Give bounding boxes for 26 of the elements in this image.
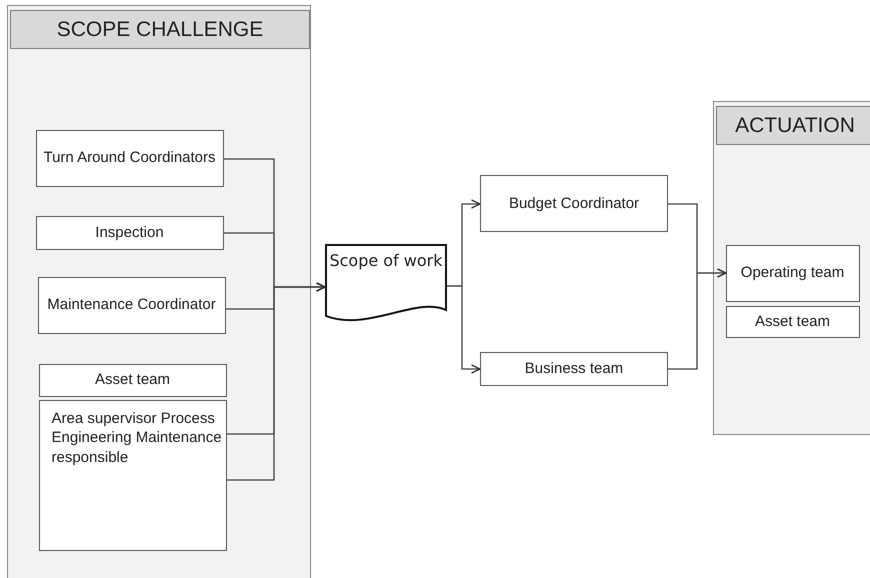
node-label: Maintenance Coordinator [47,295,216,315]
panel-heading: ACTUATION [716,106,870,145]
process-box [726,306,860,338]
process-box [36,130,224,186]
node-label: Scope of work [328,250,444,272]
process-box [38,400,226,550]
process-box [480,352,668,386]
node-label: Inspection [95,222,164,242]
process-box [38,364,226,396]
process-box [726,244,860,302]
node-label: Turn Around Coordinators [43,148,216,168]
node-label: Area supervisor Process Engineering Maintenance responsible [52,408,223,467]
panel [7,5,311,578]
connector-arrow [668,268,727,370]
connector-arrow [447,285,481,374]
node-label: Budget Coordinator [508,194,640,214]
connector-arrow [227,282,326,481]
node-label: Operating team [740,263,844,283]
process-box [38,276,226,334]
process-box [480,175,668,232]
node-label: Asset team [94,370,170,390]
process-box [36,216,224,250]
panel [713,101,870,435]
panel-heading: SCOPE CHALLENGE [10,10,310,49]
node-label: Asset team [754,312,830,332]
node-label: Business team [524,359,624,379]
